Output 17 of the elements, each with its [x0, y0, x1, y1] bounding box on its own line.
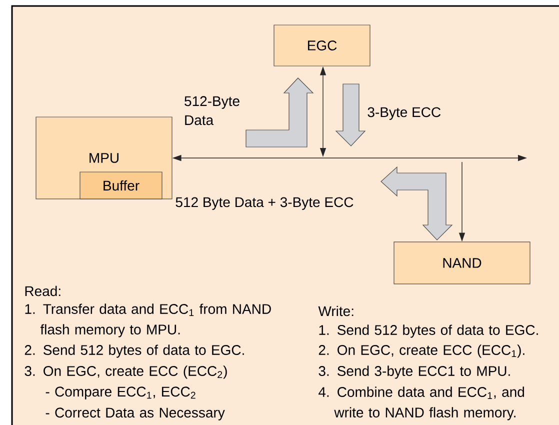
nand-box: NAND [394, 242, 530, 284]
step-text: - Correct Data as Necessary [46, 408, 225, 420]
step-text: 2. On EGC, create ECC (ECC$_{1}$). [318, 344, 524, 358]
arrow-label: 3-Byte ECC [368, 107, 441, 120]
buffer-box: Buffer [80, 172, 162, 200]
step-text: 4. Combine data and ECC$_{1}$, and write to NAND flash memory. [318, 386, 524, 420]
step-text: 3. On EGC, create ECC (ECC$_{2}$) [24, 366, 227, 379]
step-text: 2. Send 512 bytes of data to EGC. [24, 344, 244, 358]
step-text: - Compare ECC$_{1}$, ECC$_{2}$ [46, 386, 196, 400]
egc-box: EGC [274, 24, 370, 66]
bus-label: 512 Byte Data + 3-Byte ECC [176, 197, 354, 210]
step-text: 3. Send 3-byte ECC1 to MPU. [318, 366, 510, 379]
step-text: 1. Transfer data and ECC$_{1}$ from NAND flash memory to MPU. [25, 304, 271, 338]
step-text: 1. Send 512 bytes of data to EGC. [319, 324, 538, 338]
arrow-label: 512-Byte Data [184, 96, 240, 126]
section-heading: Write: [318, 306, 354, 316]
section-heading: Read: [25, 286, 60, 296]
